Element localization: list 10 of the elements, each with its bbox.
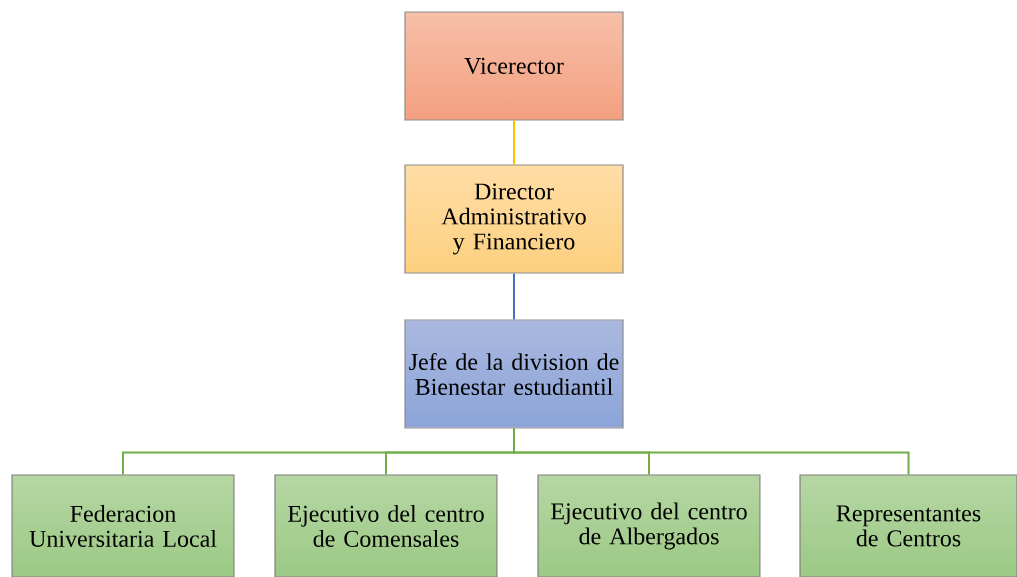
org-box: Ejecutivo del centro de Albergados — [537, 474, 761, 577]
connector-line — [513, 427, 910, 476]
org-box: Jefe de la division de Bienestar estudiantil — [404, 319, 624, 429]
org-box: Director Administrativo y Financiero — [404, 164, 624, 274]
org-box: Ejecutivo del centro de Comensales — [274, 474, 498, 577]
org-box: Federacion Universitaria Local — [11, 474, 235, 577]
connector-line — [513, 272, 515, 321]
org-box: Vicerector — [404, 11, 624, 121]
org-box: Representantes de Centros — [799, 474, 1017, 577]
connector-line — [513, 119, 515, 166]
